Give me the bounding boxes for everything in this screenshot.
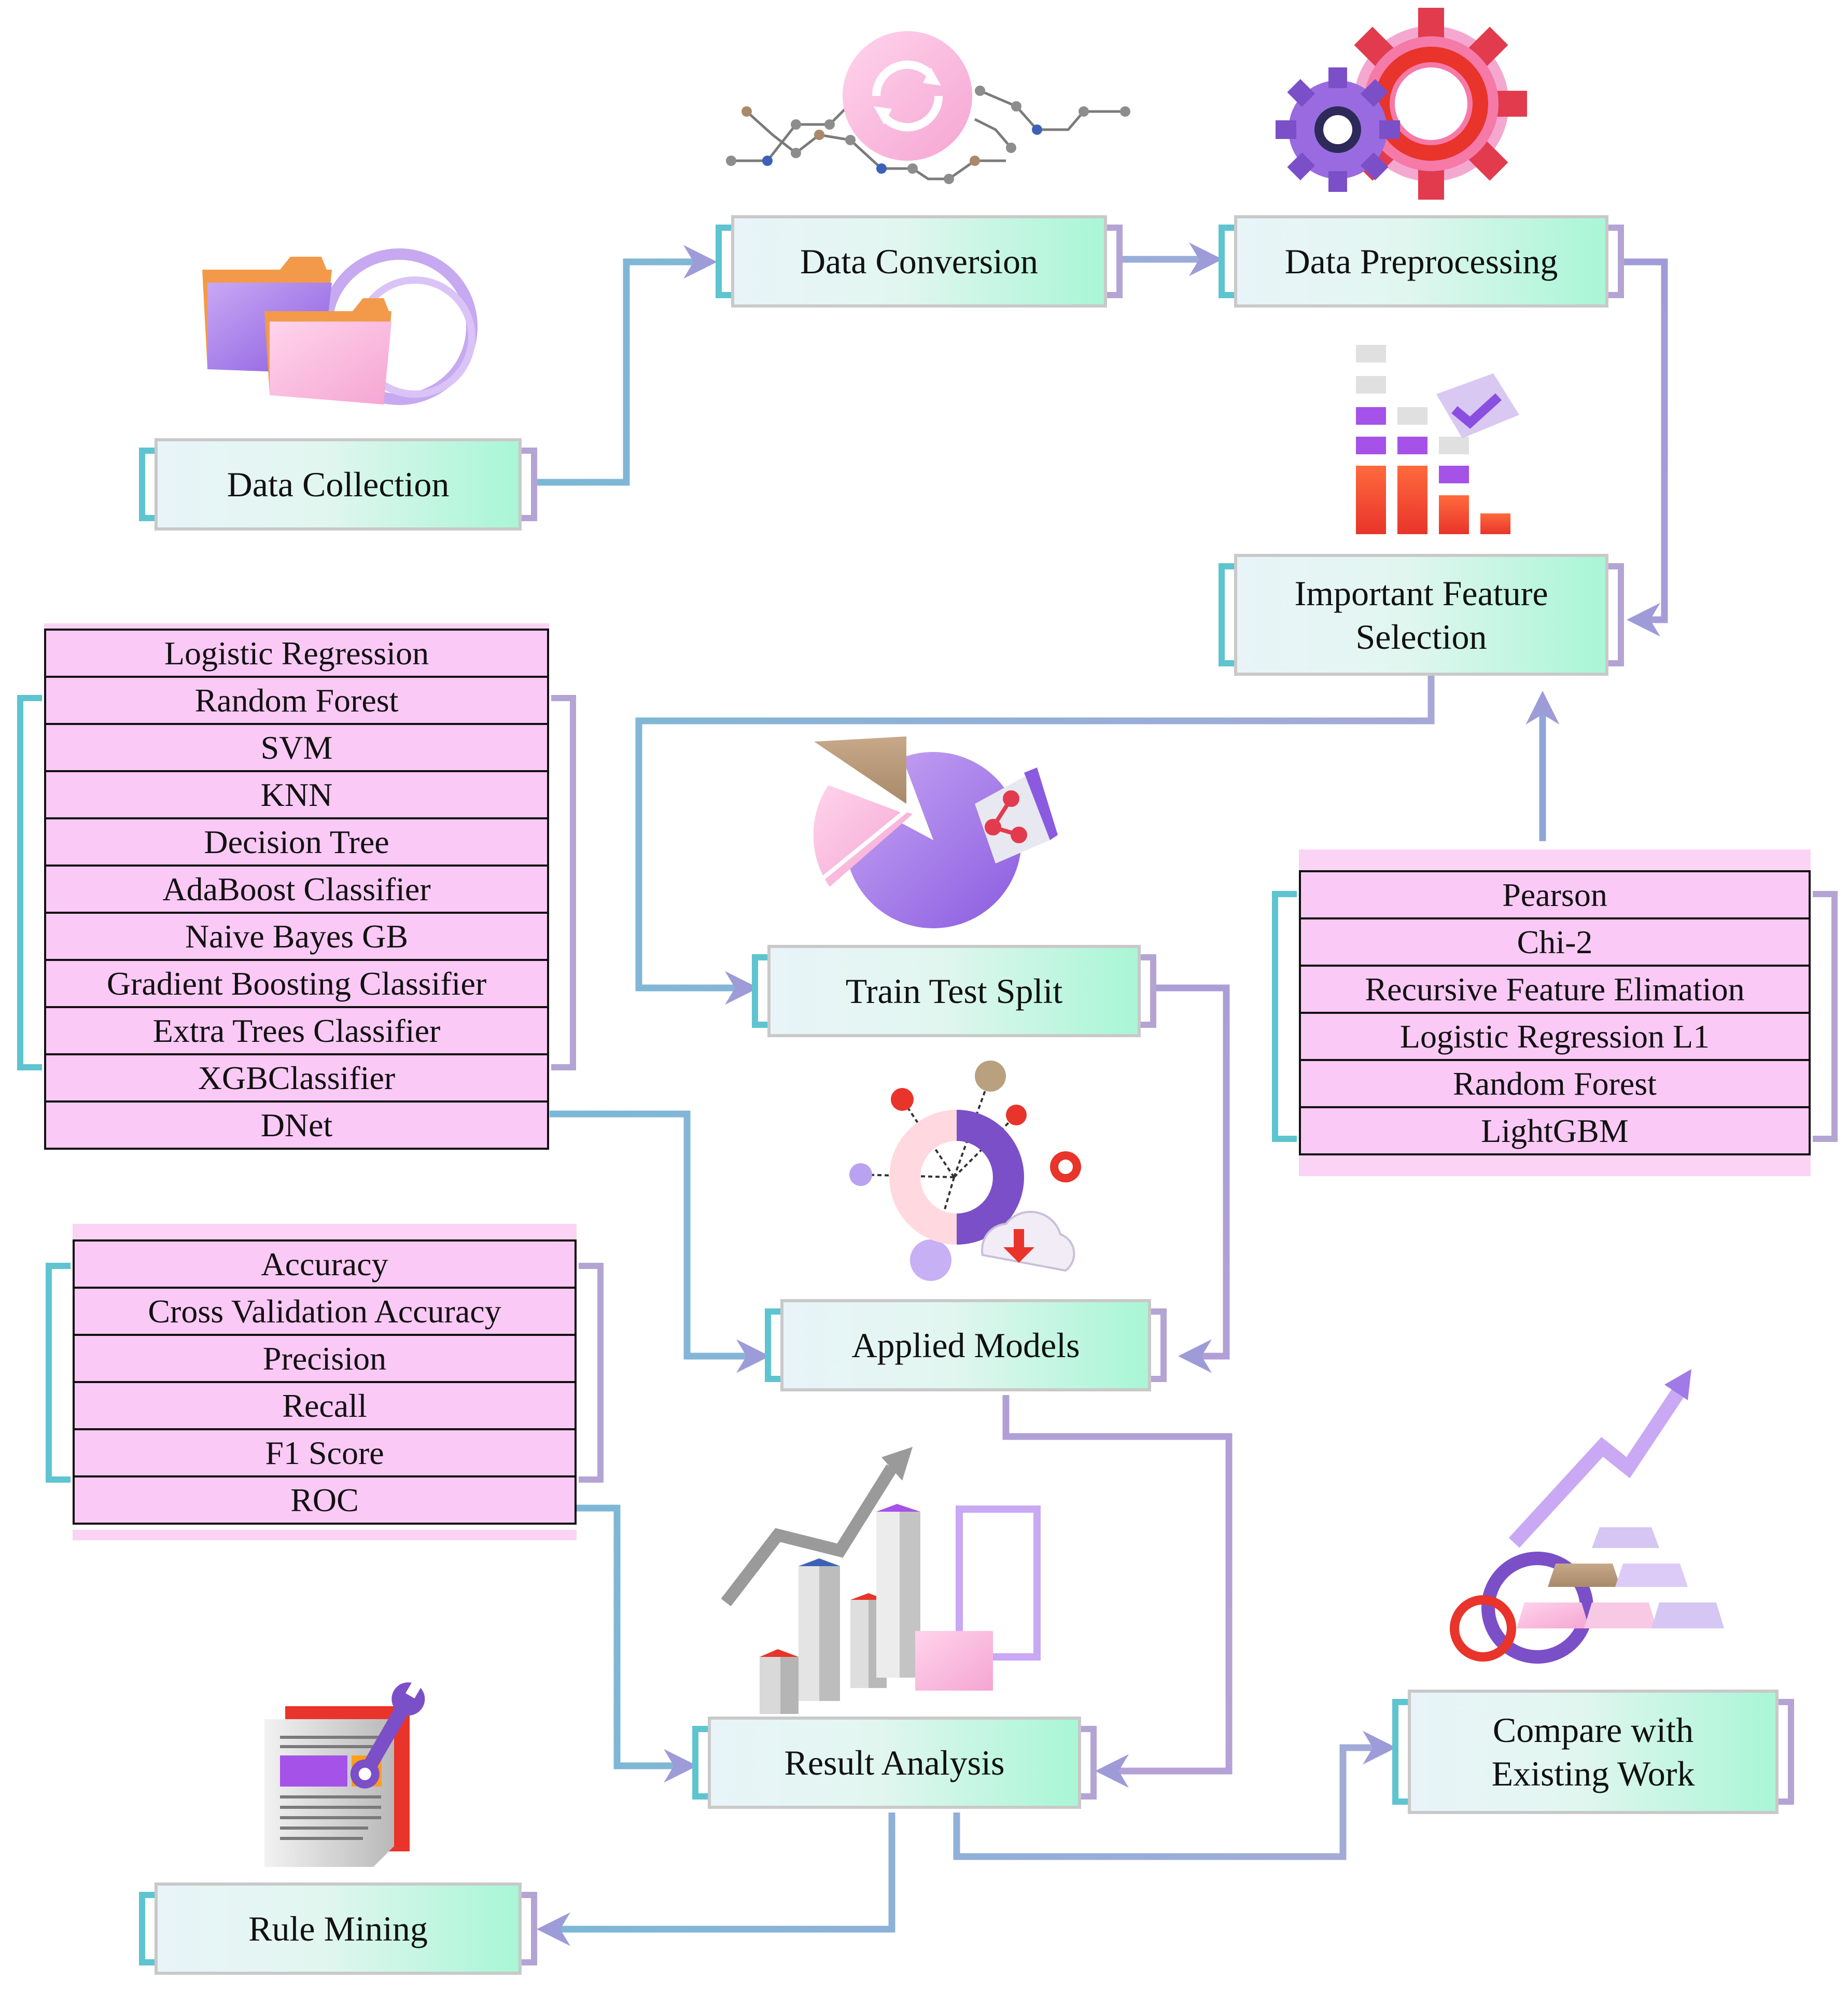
left-bracket	[1219, 225, 1234, 298]
feature-methods-list: Pearson Chi-2 Recursive Feature Elimatio…	[1272, 849, 1838, 1176]
right-bracket	[1141, 954, 1156, 1028]
node-compare-existing-work: Compare with Existing Work	[1392, 1690, 1794, 1814]
list-item: Extra Trees Classifier	[44, 1006, 549, 1055]
left-bracket	[752, 954, 767, 1028]
node-data-conversion: Data Conversion	[716, 215, 1123, 308]
node-label: Applied Models	[851, 1326, 1080, 1365]
right-bracket	[522, 1892, 537, 1965]
list-item: Precision	[73, 1334, 577, 1383]
node-train-test-split: Train Test Split	[752, 945, 1156, 1037]
pie-chart-share-icon	[803, 736, 1058, 928]
list-item: XGBClassifier	[44, 1053, 549, 1103]
models-list: Logistic Regression Random Forest SVM KN…	[17, 623, 576, 1173]
node-label: Result Analysis	[784, 1743, 1005, 1782]
arrow-collection-to-conversion	[536, 245, 717, 486]
arrow-models-list-to-applied	[550, 1110, 770, 1373]
node-important-feature-selection: Important Feature Selection	[1219, 554, 1624, 676]
list-item: Random Forest	[1299, 1059, 1811, 1108]
list-band	[73, 1530, 577, 1540]
node-applied-models: Applied Models	[765, 1299, 1167, 1391]
node-data-preprocessing: Data Preprocessing	[1219, 215, 1624, 308]
arrow-result-to-rule-mining	[537, 1812, 895, 1946]
list-item: Recall	[73, 1381, 577, 1430]
arrow-result-to-compare	[953, 1731, 1396, 1860]
arrow-preprocessing-to-feature-selection	[1624, 258, 1668, 637]
node-data-collection: Data Collection	[139, 438, 537, 531]
3d-bar-chart-icon	[721, 1447, 1041, 1714]
node-label: Data Collection	[227, 465, 450, 504]
sync-network-icon	[726, 31, 1130, 184]
left-bracket	[1219, 563, 1234, 666]
left-bracket	[139, 1892, 155, 1965]
node-label: Train Test Split	[845, 971, 1063, 1011]
list-item: KNN	[44, 770, 549, 819]
right-bracket	[551, 695, 576, 1070]
right-bracket	[1151, 1308, 1167, 1382]
node-result-analysis: Result Analysis	[692, 1717, 1097, 1809]
left-bracket	[1392, 1699, 1408, 1805]
left-bracket	[765, 1308, 780, 1382]
list-item: ROC	[73, 1475, 577, 1525]
list-item: SVM	[44, 723, 549, 772]
list-item: Naive Bayes GB	[44, 912, 549, 961]
list-item: F1 Score	[73, 1428, 577, 1477]
left-bracket	[46, 1263, 71, 1483]
right-bracket	[1608, 225, 1624, 298]
list-item: Random Forest	[44, 676, 549, 725]
right-bracket	[1081, 1726, 1097, 1800]
list-item: LightGBM	[1299, 1106, 1811, 1155]
arrow-feature-selection-to-split	[635, 676, 1435, 1005]
list-item: Logistic Regression	[44, 629, 549, 678]
list-item: Chi-2	[1299, 917, 1811, 967]
gears-icon	[1276, 8, 1527, 200]
list-item: Gradient Boosting Classifier	[44, 959, 549, 1008]
list-band	[1299, 1155, 1811, 1176]
left-bracket	[17, 695, 42, 1070]
list-item: DNet	[44, 1100, 549, 1150]
left-bracket	[716, 225, 731, 298]
node-label: Data Conversion	[800, 242, 1038, 281]
list-item: Cross Validation Accuracy	[73, 1287, 577, 1336]
node-rule-mining: Rule Mining	[139, 1882, 537, 1975]
list-item: Decision Tree	[44, 817, 549, 867]
arrow-metrics-to-result	[577, 1504, 697, 1783]
node-label: Important Feature Selection	[1294, 573, 1548, 657]
right-bracket	[579, 1263, 604, 1483]
left-bracket	[692, 1726, 708, 1800]
arrow-split-to-models	[1154, 984, 1230, 1373]
right-bracket	[1608, 563, 1624, 666]
right-bracket	[1107, 225, 1123, 298]
network-cloud-icon	[849, 1061, 1081, 1281]
list-band	[1299, 849, 1811, 872]
list-item: Recursive Feature Elimation	[1299, 965, 1811, 1014]
list-item: Logistic Regression L1	[1299, 1012, 1811, 1061]
right-bracket	[1779, 1699, 1794, 1805]
list-item: AdaBoost Classifier	[44, 864, 549, 914]
right-bracket	[1813, 891, 1838, 1142]
metrics-list: Accuracy Cross Validation Accuracy Preci…	[46, 1224, 604, 1540]
document-wrench-icon	[264, 1680, 425, 1867]
arrow-applied-to-result	[1002, 1395, 1233, 1788]
node-label: Rule Mining	[248, 1909, 428, 1948]
bar-chart-check-icon	[1356, 345, 1519, 534]
list-item: Pearson	[1299, 870, 1811, 919]
left-bracket	[1272, 891, 1297, 1142]
list-band	[73, 1224, 577, 1242]
node-label: Data Preprocessing	[1284, 242, 1558, 281]
list-item: Accuracy	[73, 1239, 577, 1289]
folder-icon	[202, 248, 478, 405]
node-label: Compare with Existing Work	[1491, 1710, 1695, 1793]
left-bracket	[139, 448, 155, 521]
right-bracket	[522, 448, 537, 521]
ring-gold-bars-growth-icon	[1450, 1369, 1724, 1664]
